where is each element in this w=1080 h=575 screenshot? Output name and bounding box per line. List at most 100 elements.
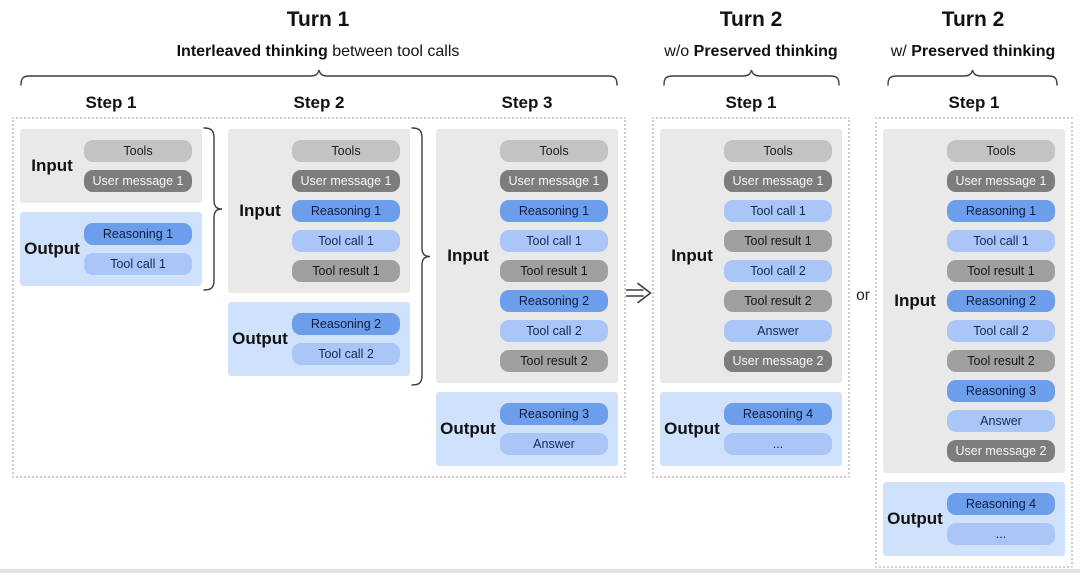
- pill-tools: Tools: [292, 140, 400, 162]
- pill-reasoning-2: Reasoning 2: [947, 290, 1055, 312]
- pill-tool-result-2: Tool result 2: [947, 350, 1055, 372]
- pill-tool-call-2: Tool call 2: [500, 320, 608, 342]
- pill-tool-call-2: Tool call 2: [292, 343, 400, 365]
- pill-tool-result-2: Tool result 2: [724, 290, 832, 312]
- top-curly-brace-icon: [20, 69, 618, 92]
- pill-reasoning-1: Reasoning 1: [947, 200, 1055, 222]
- step-title: Step 2: [293, 93, 345, 112]
- turn-title: Turn 1: [286, 8, 350, 31]
- output-label: Output: [887, 509, 943, 528]
- pill-reasoning-1: Reasoning 1: [84, 223, 192, 245]
- pill-tools: Tools: [84, 140, 192, 162]
- turn-subtitle-part: Interleaved thinking: [176, 43, 328, 60]
- top-curly-brace-icon: [663, 69, 840, 92]
- output-label: Output: [24, 239, 80, 258]
- pill-tool-result-2: Tool result 2: [500, 350, 608, 372]
- pill-reasoning-2: Reasoning 2: [500, 290, 608, 312]
- pill-user-message-1: User message 1: [724, 170, 832, 192]
- input-label: Input: [447, 246, 489, 265]
- pill-reasoning-4: Reasoning 4: [724, 403, 832, 425]
- pill-tool-call-2: Tool call 2: [947, 320, 1055, 342]
- turn-subtitle-part: between tool calls: [327, 43, 460, 60]
- pill-answer: Answer: [724, 320, 832, 342]
- turn-subtitle-part: w/: [890, 43, 912, 60]
- pill-reasoning-3: Reasoning 3: [500, 403, 608, 425]
- pill-tool-call-2: Tool call 2: [724, 260, 832, 282]
- pill-stack: Reasoning 1 Tool call 1: [84, 223, 192, 275]
- turn-subtitle-part: Preserved thinking: [693, 43, 838, 60]
- pill-reasoning-3: Reasoning 3: [947, 380, 1055, 402]
- or-label: or: [856, 287, 870, 304]
- turn-subtitle-part: Preserved thinking: [911, 43, 1056, 60]
- pill-ellipsis: ...: [724, 433, 832, 455]
- pill-reasoning-1: Reasoning 1: [292, 200, 400, 222]
- pill-user-message-1: User message 1: [292, 170, 400, 192]
- turn-title: Turn 2: [719, 8, 783, 31]
- turn-subtitle-part: w/o: [664, 43, 694, 60]
- turn-subtitle: w/ Preserved thinking: [891, 43, 1056, 61]
- pill-tool-call-1: Tool call 1: [724, 200, 832, 222]
- pill-answer: Answer: [500, 433, 608, 455]
- pill-tool-result-1: Tool result 1: [724, 230, 832, 252]
- pill-user-message-1: User message 1: [84, 170, 192, 192]
- step-title: Step 1: [948, 93, 1000, 112]
- pill-tool-result-1: Tool result 1: [292, 260, 400, 282]
- pill-reasoning-1: Reasoning 1: [500, 200, 608, 222]
- pill-tool-call-1: Tool call 1: [947, 230, 1055, 252]
- pill-user-message-2: User message 2: [947, 440, 1055, 462]
- pill-stack: Reasoning 3 Answer: [500, 403, 608, 455]
- turn-subtitle: Interleaved thinking between tool calls: [177, 43, 460, 61]
- input-label: Input: [894, 291, 936, 310]
- input-label: Input: [31, 156, 73, 175]
- step-title: Step 3: [501, 93, 553, 112]
- pill-tool-call-1: Tool call 1: [292, 230, 400, 252]
- bottom-rule: [0, 569, 1080, 573]
- pill-ellipsis: ...: [947, 523, 1055, 545]
- step-title: Step 1: [85, 93, 137, 112]
- pill-reasoning-2: Reasoning 2: [292, 313, 400, 335]
- pill-answer: Answer: [947, 410, 1055, 432]
- pill-user-message-2: User message 2: [724, 350, 832, 372]
- input-label: Input: [671, 246, 713, 265]
- turn-subtitle: w/o Preserved thinking: [664, 43, 837, 61]
- pill-reasoning-4: Reasoning 4: [947, 493, 1055, 515]
- pill-tool-call-1: Tool call 1: [84, 253, 192, 275]
- pill-tool-call-1: Tool call 1: [500, 230, 608, 252]
- step-title: Step 1: [725, 93, 777, 112]
- pill-tool-result-1: Tool result 1: [500, 260, 608, 282]
- pill-tools: Tools: [500, 140, 608, 162]
- pill-tools: Tools: [724, 140, 832, 162]
- pill-stack: Reasoning 2 Tool call 2: [292, 313, 400, 365]
- pill-tool-result-1: Tool result 1: [947, 260, 1055, 282]
- pill-stack: Reasoning 4...: [724, 403, 832, 455]
- turn-title: Turn 2: [941, 8, 1005, 31]
- top-curly-brace-icon: [887, 69, 1058, 92]
- pill-stack: Reasoning 4...: [947, 493, 1055, 545]
- pill-user-message-1: User message 1: [500, 170, 608, 192]
- input-label: Input: [239, 201, 281, 220]
- output-label: Output: [664, 419, 720, 438]
- pill-tools: Tools: [947, 140, 1055, 162]
